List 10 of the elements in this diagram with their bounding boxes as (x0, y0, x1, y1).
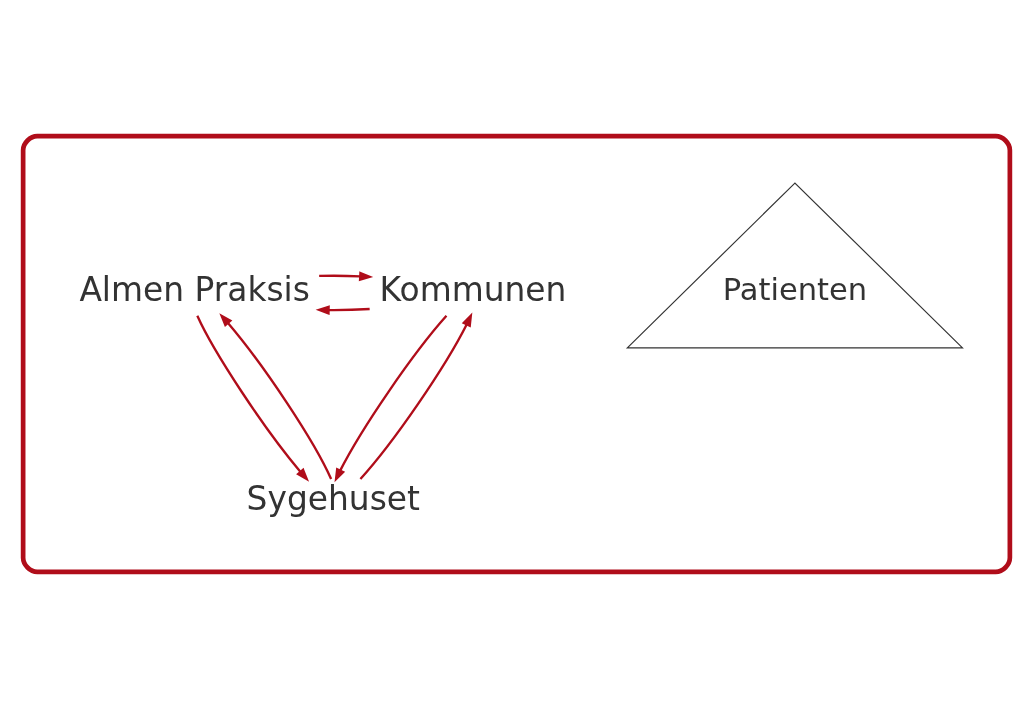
arrow (218, 312, 332, 480)
node-text: Sygehuset (246, 478, 420, 518)
node-text: Kommunen (379, 269, 566, 309)
node-text: Almen Praksis (78, 269, 310, 309)
arrow (195, 314, 309, 482)
arrow (334, 314, 447, 482)
arrow (318, 270, 373, 281)
cluster (20, 133, 1012, 574)
arrow (315, 304, 370, 315)
arrow (359, 312, 472, 480)
